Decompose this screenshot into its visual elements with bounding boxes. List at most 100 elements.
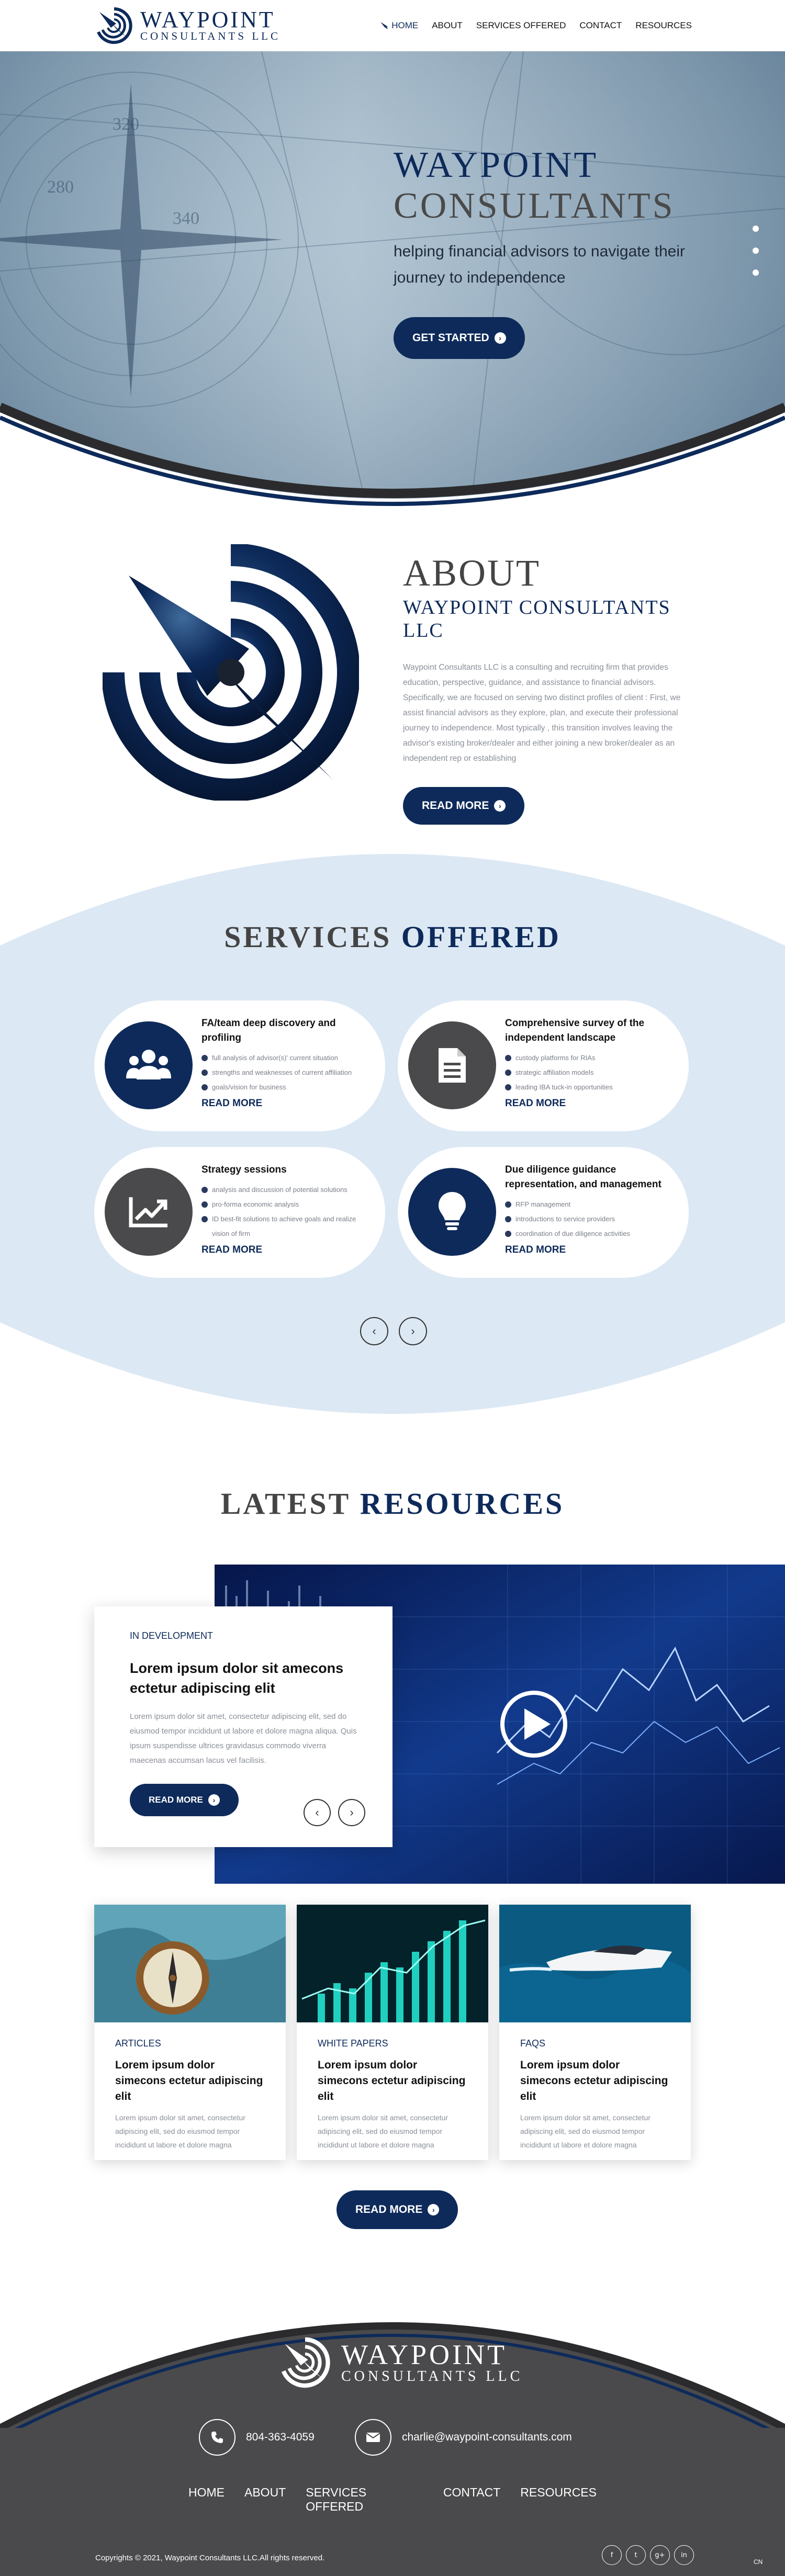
linkedin-icon[interactable]: in bbox=[674, 2545, 694, 2565]
service-read-more-link[interactable]: READ MORE bbox=[201, 1098, 263, 1109]
footer-nav-resources[interactable]: RESOURCES bbox=[520, 2485, 597, 2499]
arrow-right-icon: › bbox=[494, 800, 506, 812]
service-bullet-text: goals/vision for business bbox=[212, 1083, 286, 1091]
service-bullet-text: strengths and weaknesses of current affi… bbox=[212, 1068, 352, 1076]
chevron-left-icon: ‹ bbox=[372, 1324, 376, 1337]
bullet-icon bbox=[505, 1216, 511, 1222]
resources-title: LATEST RESOURCES bbox=[0, 1486, 785, 1521]
next-button[interactable]: › bbox=[338, 1799, 365, 1826]
footer-brand-logo[interactable]: WAYPOINT CONSULTANTS LLC bbox=[276, 2334, 523, 2391]
resource-card[interactable]: WHITE PAPERS Lorem ipsum dolor simecons … bbox=[297, 1905, 488, 2160]
footer-nav-contact[interactable]: CONTACT bbox=[443, 2485, 501, 2499]
featured-read-more-label: READ MORE bbox=[149, 1795, 203, 1805]
chart-icon bbox=[105, 1168, 193, 1256]
service-read-more-link[interactable]: READ MORE bbox=[201, 1244, 263, 1255]
service-bullet: ID best-fit solutions to achieve goals a… bbox=[201, 1212, 374, 1241]
brand-logo[interactable]: WAYPOINT CONSULTANTS LLC bbox=[93, 5, 281, 47]
featured-pager: ‹ › bbox=[304, 1799, 365, 1826]
resources-title-accent: RESOURCES bbox=[360, 1487, 565, 1521]
service-bullet: leading IBA tuck-in opportunities bbox=[505, 1080, 678, 1095]
resource-card[interactable]: FAQS Lorem ipsum dolor simecons ectetur … bbox=[499, 1905, 691, 2160]
service-bullet-text: custody platforms for RIAs bbox=[515, 1054, 596, 1062]
lightbulb-icon bbox=[408, 1168, 496, 1256]
resources-read-more-button[interactable]: READ MORE › bbox=[337, 2190, 458, 2229]
slider-dot[interactable] bbox=[753, 269, 759, 276]
svg-text:320: 320 bbox=[113, 115, 139, 134]
service-bullet-text: coordination of due diligence activities bbox=[515, 1230, 630, 1238]
chevron-left-icon: ‹ bbox=[315, 1806, 319, 1819]
slider-dot[interactable] bbox=[753, 226, 759, 232]
nav-about[interactable]: ABOUT bbox=[432, 20, 463, 30]
resource-category: WHITE PAPERS bbox=[318, 2038, 388, 2049]
chevron-right-icon: › bbox=[350, 1806, 354, 1819]
brand-title: WAYPOINT bbox=[140, 7, 275, 32]
service-bullet-text: strategic affiliation models bbox=[515, 1068, 594, 1076]
arrow-right-icon: › bbox=[428, 2204, 440, 2215]
compass-logo-icon bbox=[97, 7, 132, 44]
bullet-icon bbox=[201, 1055, 208, 1061]
bullet-icon bbox=[505, 1084, 511, 1090]
bullet-icon bbox=[505, 1055, 511, 1061]
service-bullet: analysis and discussion of potential sol… bbox=[201, 1183, 374, 1197]
footer-email[interactable]: charlie@waypoint-consultants.com bbox=[355, 2419, 572, 2456]
featured-resource-card: IN DEVELOPMENT Lorem ipsum dolor sit ame… bbox=[94, 1606, 392, 1847]
slider-dot[interactable] bbox=[753, 248, 759, 254]
service-bullet-text: analysis and discussion of potential sol… bbox=[212, 1186, 347, 1194]
site-header: WAYPOINT CONSULTANTS LLC HOME ABOUT SERV… bbox=[0, 0, 785, 51]
about-read-more-button[interactable]: READ MORE › bbox=[403, 787, 525, 825]
nav-services[interactable]: SERVICES OFFERED bbox=[476, 20, 566, 30]
next-button[interactable]: › bbox=[399, 1317, 427, 1345]
footer-brand-title: WAYPOINT bbox=[341, 2339, 508, 2370]
service-bullet: introductions to service providers bbox=[505, 1212, 678, 1227]
footer-nav-about[interactable]: ABOUT bbox=[244, 2485, 286, 2499]
svg-text:280: 280 bbox=[47, 177, 74, 197]
resource-card[interactable]: ARTICLES Lorem ipsum dolor simecons ecte… bbox=[94, 1905, 286, 2160]
previous-button[interactable]: ‹ bbox=[360, 1317, 388, 1345]
google-plus-icon[interactable]: g+ bbox=[650, 2545, 670, 2565]
nav-contact[interactable]: CONTACT bbox=[579, 20, 622, 30]
service-card[interactable]: FA/team deep discovery and profiling ful… bbox=[94, 1000, 385, 1131]
footer-nav-services[interactable]: SERVICES OFFERED bbox=[306, 2485, 367, 2513]
main-nav: HOME ABOUT SERVICES OFFERED CONTACT RESO… bbox=[380, 20, 692, 31]
service-read-more-link[interactable]: READ MORE bbox=[505, 1098, 566, 1109]
compass-arrow-icon bbox=[380, 22, 388, 29]
get-started-label: GET STARTED bbox=[412, 332, 489, 344]
get-started-button[interactable]: GET STARTED › bbox=[394, 317, 525, 359]
services-section: SERVICES OFFERED FA/team deep discovery … bbox=[0, 846, 785, 1424]
nav-resources[interactable]: RESOURCES bbox=[635, 20, 692, 30]
bullet-icon bbox=[505, 1231, 511, 1237]
service-card[interactable]: Comprehensive survey of the independent … bbox=[398, 1000, 689, 1131]
resource-text: Lorem ipsum dolor sit amet, consectetur … bbox=[318, 2113, 448, 2149]
bullet-icon bbox=[505, 1070, 511, 1076]
resources-title-plain: LATEST bbox=[220, 1487, 351, 1521]
phone-icon bbox=[199, 2419, 236, 2456]
service-read-more-link[interactable]: READ MORE bbox=[505, 1244, 566, 1255]
services-pager: ‹ › bbox=[360, 1317, 427, 1345]
featured-read-more-button[interactable]: READ MORE › bbox=[130, 1784, 239, 1816]
footer-nav-home[interactable]: HOME bbox=[188, 2485, 225, 2499]
services-title-accent: OFFERED bbox=[401, 920, 561, 954]
hero-section: 280 340 320 WAYPOINT CONSULTANTS helping… bbox=[0, 51, 785, 507]
service-bullet-text: introductions to service providers bbox=[515, 1215, 615, 1223]
twitter-icon[interactable]: t bbox=[626, 2545, 646, 2565]
bullet-icon bbox=[201, 1187, 208, 1193]
document-icon bbox=[408, 1021, 496, 1109]
service-card-title: Strategy sessions bbox=[201, 1164, 287, 1175]
featured-title: Lorem ipsum dolor sit amecons ectetur ad… bbox=[130, 1660, 344, 1696]
previous-button[interactable]: ‹ bbox=[304, 1799, 331, 1826]
service-card[interactable]: Strategy sessions analysis and discussio… bbox=[94, 1147, 385, 1278]
resource-text: Lorem ipsum dolor sit amet, consectetur … bbox=[115, 2113, 245, 2149]
nav-home[interactable]: HOME bbox=[380, 20, 418, 31]
about-body: Waypoint Consultants LLC is a consulting… bbox=[403, 663, 681, 763]
service-bullet-text: leading IBA tuck-in opportunities bbox=[515, 1083, 613, 1091]
hero-compass-map-image: 280 340 320 bbox=[0, 51, 785, 507]
service-card[interactable]: Due diligence guidance representation, a… bbox=[398, 1147, 689, 1278]
bullet-icon bbox=[201, 1070, 208, 1076]
envelope-icon bbox=[355, 2419, 391, 2456]
service-bullet: custody platforms for RIAs bbox=[505, 1051, 678, 1065]
resources-read-more-label: READ MORE bbox=[355, 2203, 423, 2215]
footer-phone[interactable]: 804-363-4059 bbox=[199, 2419, 315, 2456]
service-bullet: pro-forma economic analysis bbox=[201, 1197, 374, 1212]
facebook-icon[interactable]: f bbox=[602, 2545, 622, 2565]
speedboat-image bbox=[499, 1905, 691, 2022]
